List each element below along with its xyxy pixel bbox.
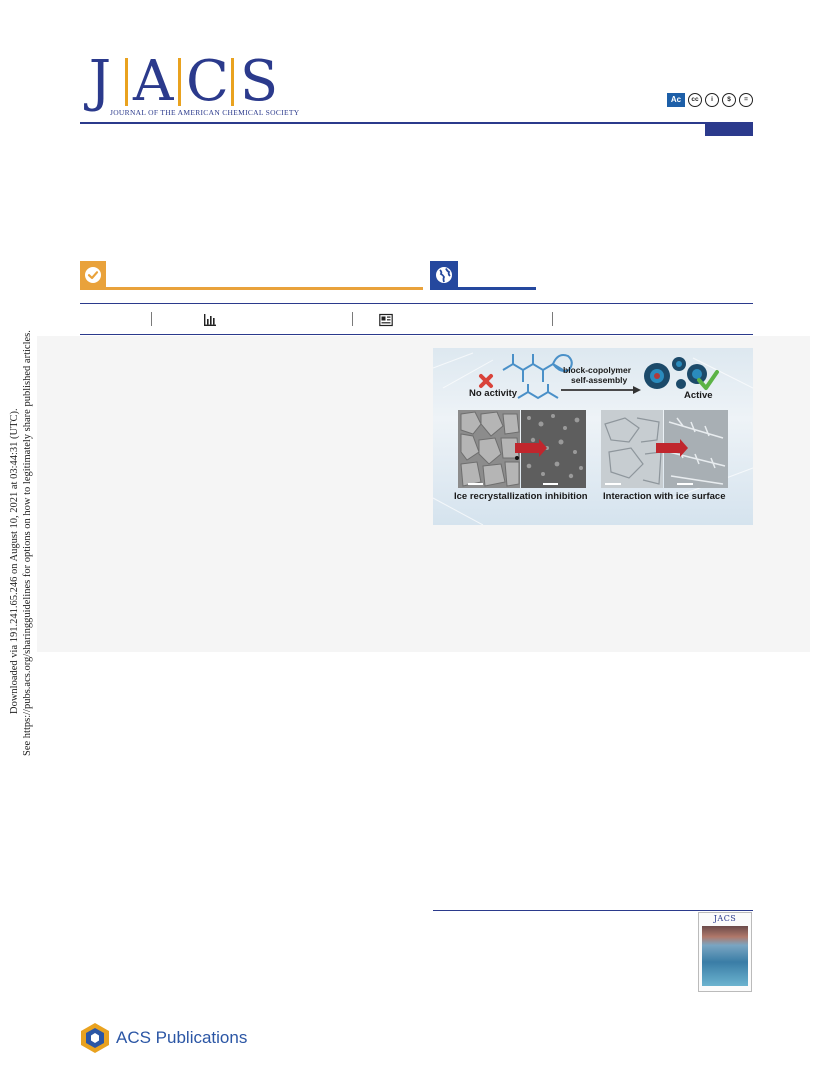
metrics-separator: [552, 312, 553, 326]
acs-logo-icon: [81, 1023, 109, 1053]
header-rule: [80, 122, 753, 124]
logo-letter-s: S: [239, 49, 279, 114]
cover-rule: [433, 910, 753, 911]
by-attribution-icon[interactable]: i: [705, 93, 719, 107]
logo-divider: [125, 58, 128, 106]
toc-label-self-assembly: self-assembly: [571, 375, 628, 385]
toc-caption-ice-surface: Interaction with ice surface: [603, 491, 726, 502]
journal-cover-thumbnail[interactable]: JACS: [698, 912, 752, 992]
cover-title: JACS: [713, 914, 737, 923]
self-assembly-arrow: [561, 386, 641, 394]
logo-divider: [178, 58, 181, 106]
no-activity-x-icon: [479, 374, 493, 388]
red-arrow-body: [656, 443, 680, 453]
logo-letter-a: A: [133, 49, 174, 114]
metrics-bar-top-rule: [80, 303, 753, 304]
acs-authorchoice-icon[interactable]: Ac: [667, 93, 685, 107]
logo-letter-j: J: [88, 49, 112, 114]
noderivatives-icon[interactable]: =: [739, 93, 753, 107]
cover-image: [702, 926, 748, 986]
logo-letter-c: C: [186, 49, 229, 114]
toc-label-no-activity: No activity: [469, 388, 518, 399]
red-arrow-body: [515, 443, 539, 453]
cc-icon[interactable]: cc: [688, 93, 702, 107]
micelle-particles: [644, 357, 707, 389]
open-access-rule: [80, 287, 423, 290]
globe-icon: [436, 267, 452, 283]
toc-graphic-illustration: [433, 352, 753, 525]
article-recommendations-icon[interactable]: [379, 313, 393, 327]
journal-logo: J A C S: [80, 50, 279, 110]
creative-commons-badge[interactable]: [430, 261, 458, 289]
journal-full-name: JOURNAL OF THE AMERICAN CHEMICAL SOCIETY: [110, 108, 300, 117]
metrics-bar-bottom-rule: [80, 334, 753, 335]
logo-divider: [231, 58, 234, 106]
checkmark-icon: [85, 267, 101, 283]
journal-masthead: J A C S JOURNAL OF THE AMERICAN CHEMICAL…: [80, 50, 310, 120]
article-type-tab: [705, 123, 753, 136]
toc-graphic: block-copolymer self-assembly No activit…: [433, 348, 753, 525]
active-check-icon: [697, 370, 719, 390]
open-access-badge[interactable]: [80, 261, 106, 289]
metrics-separator: [352, 312, 353, 326]
polymer-structure: [502, 354, 573, 400]
license-icons: Ac cc i $ =: [667, 93, 753, 107]
toc-label-block-copolymer: block-copolymer: [563, 365, 632, 375]
creative-commons-rule: [430, 287, 536, 290]
toc-label-active: Active: [684, 390, 713, 401]
download-notice-line-1: Downloaded via 191.241.65.246 on August …: [9, 408, 20, 714]
noncommercial-icon[interactable]: $: [722, 93, 736, 107]
bar-chart-icon[interactable]: [203, 313, 217, 327]
toc-caption-recrystallization: Ice recrystallization inhibition: [454, 491, 588, 502]
publisher-name: ACS Publications: [116, 1028, 248, 1047]
download-notice-line-2[interactable]: See https://pubs.acs.org/sharingguidelin…: [22, 330, 33, 756]
metrics-separator: [151, 312, 152, 326]
